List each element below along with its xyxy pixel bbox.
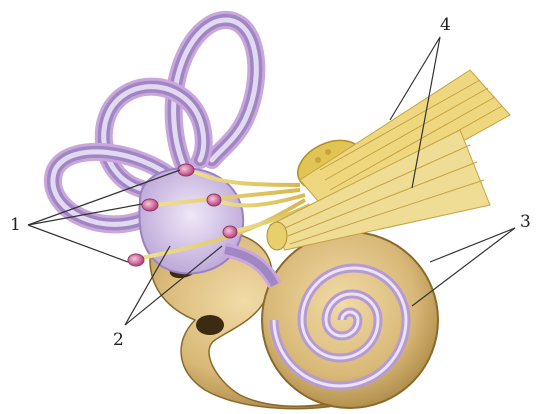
receptor-dot-macula xyxy=(223,226,237,238)
label-4: 4 xyxy=(440,15,451,35)
receptor-dot-upper xyxy=(178,164,194,176)
label-1: 1 xyxy=(10,215,21,235)
label-2: 2 xyxy=(113,330,124,350)
label-3: 3 xyxy=(520,212,531,232)
receptor-dot-lower xyxy=(128,254,144,266)
receptor-dot-right xyxy=(207,194,221,206)
receptor-dot-mid xyxy=(142,199,158,211)
cochlea xyxy=(225,232,438,408)
